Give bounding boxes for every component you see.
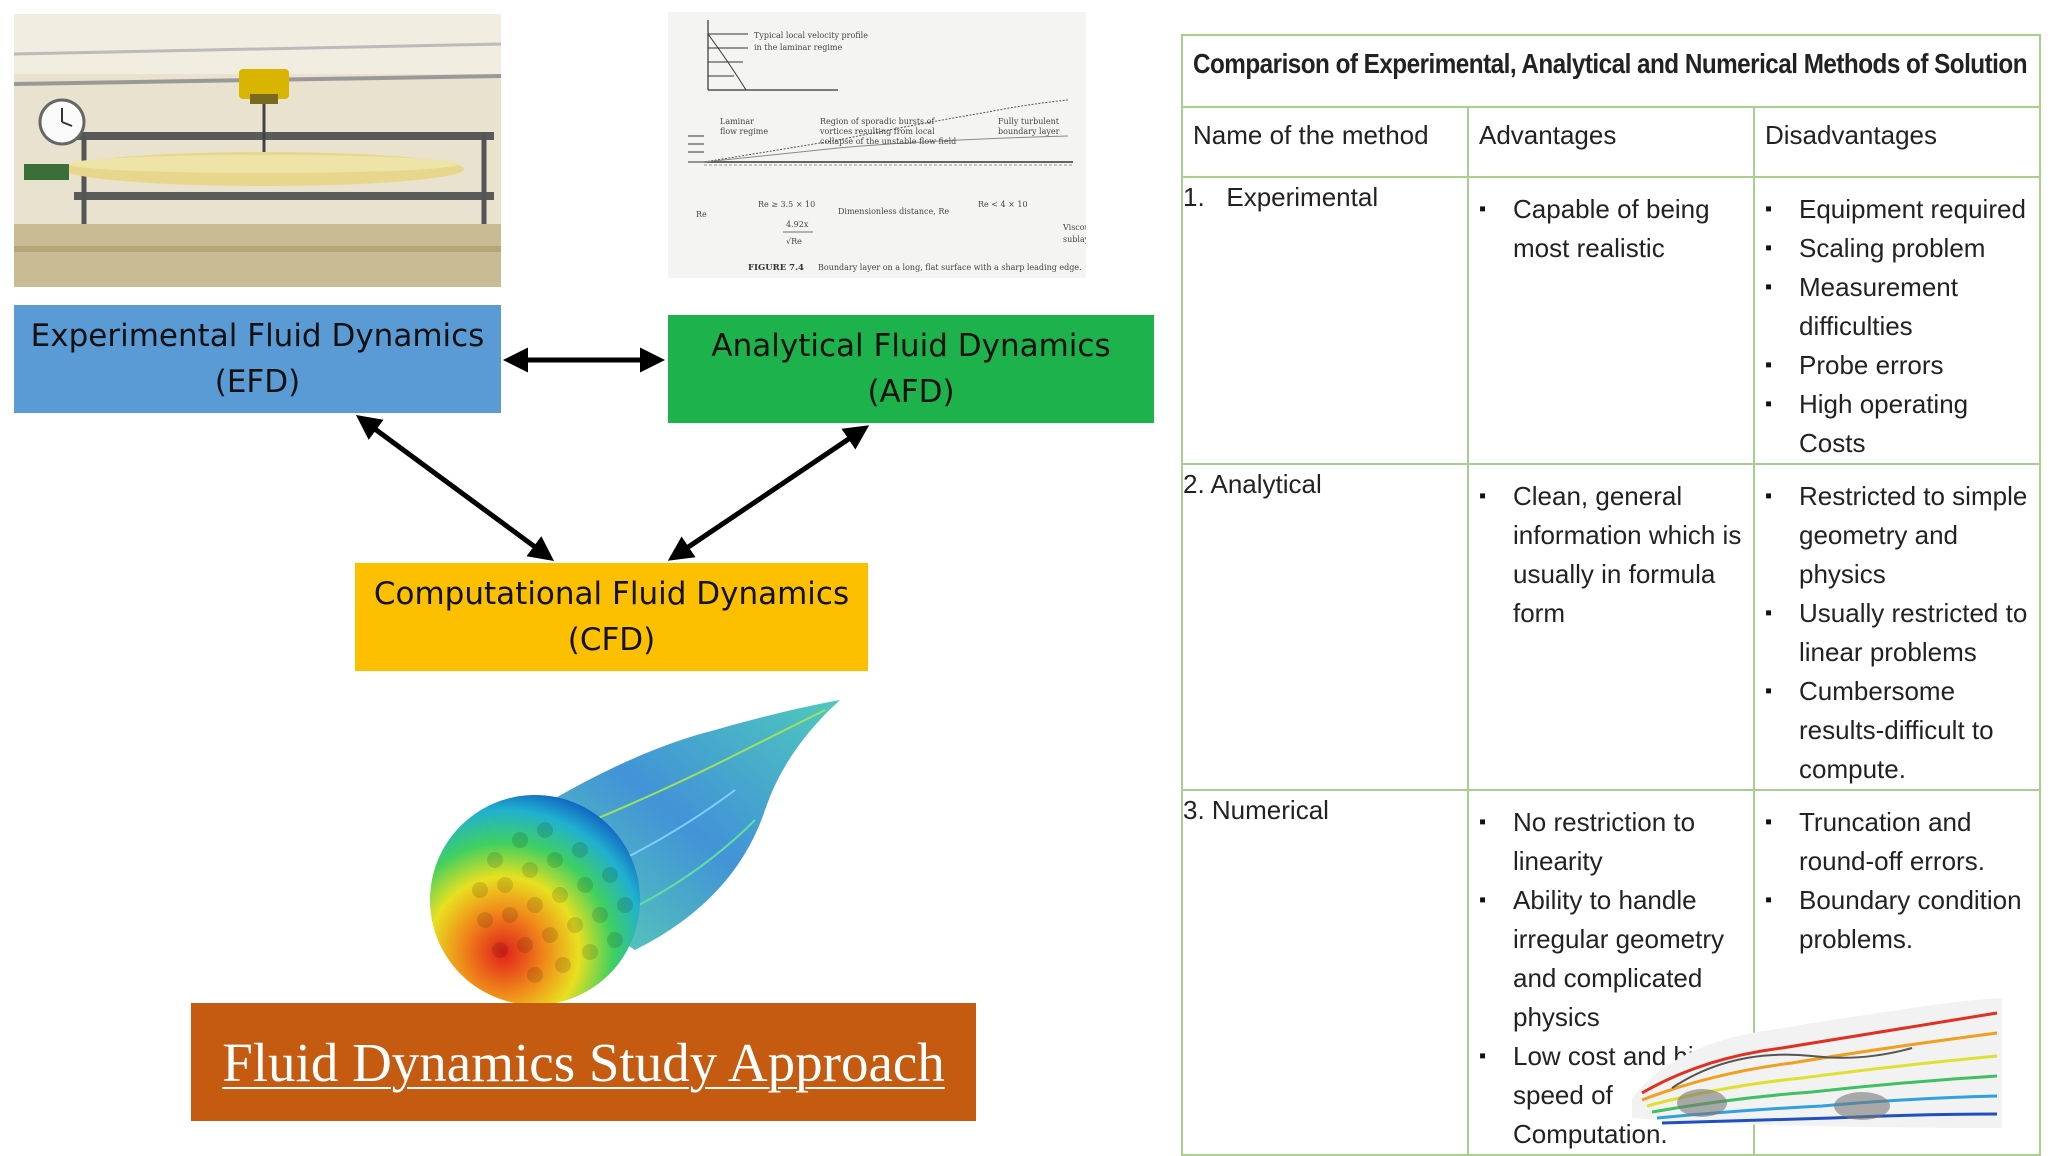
header-disadvantages: Disadvantages (1752, 106, 2042, 178)
turbulent-label-2: boundary layer (998, 127, 1060, 136)
table-caption-text: Comparison of Experimental, Analytical a… (1193, 48, 2028, 79)
efd-box: Experimental Fluid Dynamics (EFD) (14, 305, 501, 413)
table-header-row: Name of the method Advantages Disadvanta… (1181, 106, 2042, 178)
row-method-numerical: 3. Numerical (1181, 789, 1469, 1156)
profile-label-1: Typical local velocity profile (754, 31, 868, 40)
re-zero-label: Re (696, 210, 707, 219)
turbulent-label-1: Fully turbulent (998, 117, 1060, 126)
cfd-box: Computational Fluid Dynamics (CFD) (355, 563, 868, 671)
cfd-box-label: Computational Fluid Dynamics (CFD) (373, 576, 850, 658)
row-advantages: Capable of being most realistic (1467, 176, 1755, 465)
figure-number: FIGURE 7.4 (748, 263, 804, 273)
delta-formula-num: 4.92x (786, 220, 809, 229)
golf-ball-cfd-image (385, 690, 855, 1010)
delta-formula-den: √Re (786, 237, 802, 246)
page-title: Fluid Dynamics Study Approach (222, 1031, 945, 1093)
list-item: Equipment required (1755, 190, 2029, 229)
towing-tank-photo (14, 14, 501, 287)
viscous-label-1: Viscous (1062, 223, 1086, 232)
table-row: 2. Analytical Clean, general information… (1181, 463, 2042, 791)
list-item: Cumbersome results-difficult to compute. (1755, 672, 2029, 789)
laminar-label-2: flow regime (720, 127, 768, 136)
boundary-layer-figure: Typical local velocity profile in the la… (668, 12, 1086, 278)
arrow-efd-cfd (355, 415, 555, 561)
region-label-2: vortices resulting from local (819, 127, 935, 136)
header-method: Name of the method (1181, 106, 1469, 178)
row-advantages: Clean, general information which is usua… (1467, 463, 1755, 791)
table-caption-row: Comparison of Experimental, Analytical a… (1180, 34, 2042, 108)
viscous-label-2: sublayer (1063, 235, 1086, 244)
row-disadvantages: Restricted to simple geometry and physic… (1752, 463, 2042, 791)
list-item: Probe errors (1755, 346, 2029, 385)
list-item: Truncation and round-off errors. (1755, 803, 2029, 881)
region-label-1: Region of sporadic bursts of (820, 117, 935, 126)
list-item: Ability to handle irregular geometry and… (1469, 881, 1743, 1037)
afd-box: Analytical Fluid Dynamics (AFD) (668, 315, 1154, 423)
figure-caption: Boundary layer on a long, flat surface w… (818, 263, 1082, 272)
list-item: Measurement difficulties (1755, 268, 2029, 346)
profile-label-2: in the laminar regime (754, 43, 842, 52)
title-banner: Fluid Dynamics Study Approach (191, 1003, 976, 1121)
re-trans-label: Re ≥ 3.5 × 10 (758, 200, 815, 209)
region-label-3: collapse of the unstable flow field (820, 137, 956, 146)
list-item: Capable of being most realistic (1469, 190, 1743, 268)
row-method-analytical: 2. Analytical (1181, 463, 1469, 791)
table-caption: Comparison of Experimental, Analytical a… (1180, 34, 2042, 108)
list-item: No restriction to linearity (1469, 803, 1743, 881)
efd-box-label: Experimental Fluid Dynamics (EFD) (30, 318, 485, 400)
list-item: Clean, general information which is usua… (1469, 477, 1743, 633)
table-row: 1. Experimental Capable of being most re… (1181, 176, 2042, 465)
row-disadvantages: Equipment required Scaling problem Measu… (1752, 176, 2042, 465)
car-cfd-image (1612, 978, 2004, 1140)
afd-box-label: Analytical Fluid Dynamics (AFD) (711, 328, 1111, 410)
list-item: Scaling problem (1755, 229, 2029, 268)
list-item: Boundary condition problems. (1755, 881, 2029, 959)
dimensionless-label: Dimensionless distance, Re (838, 207, 949, 216)
list-item: Usually restricted to linear problems (1755, 594, 2029, 672)
header-advantages: Advantages (1467, 106, 1755, 178)
list-item: High operating Costs (1755, 385, 2029, 463)
row-method-experimental: 1. Experimental (1181, 176, 1469, 465)
laminar-label-1: Laminar (720, 117, 754, 126)
arrow-afd-cfd (667, 425, 870, 561)
list-item: Restricted to simple geometry and physic… (1755, 477, 2029, 594)
re-turb-label: Re < 4 × 10 (978, 200, 1028, 209)
